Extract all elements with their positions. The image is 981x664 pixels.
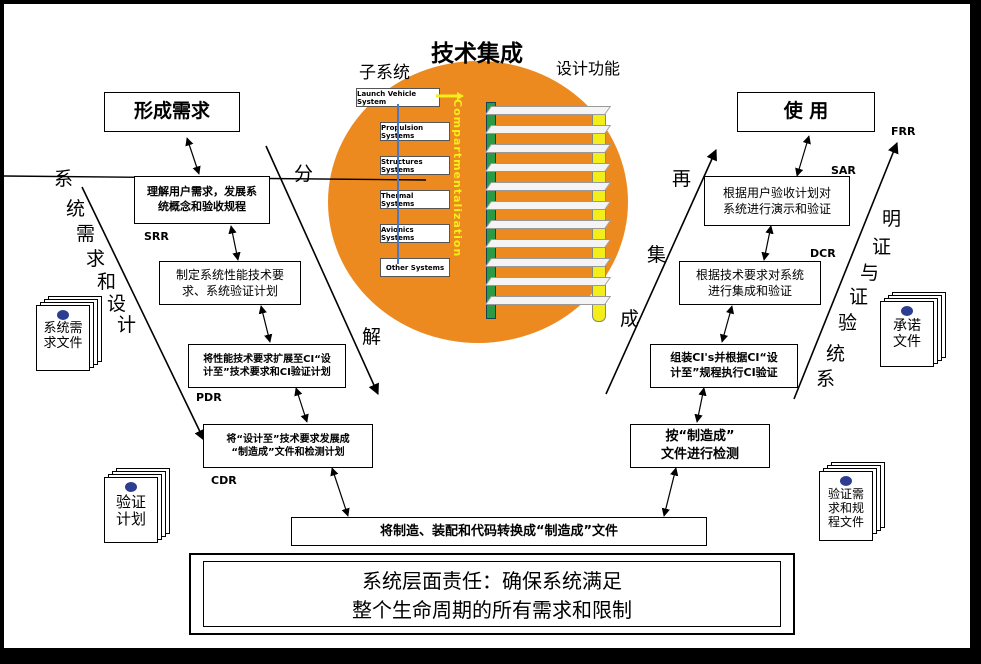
commitment-doc-label: 承诺 文件 (893, 318, 921, 351)
verify-vertical-char: 明 (882, 208, 902, 230)
commitment-doc-icon: 承诺 文件 (880, 292, 946, 370)
review-frr: FRR (891, 125, 916, 138)
stack-tier (484, 201, 612, 210)
green-column (486, 102, 496, 319)
inspection-box: 按“制造成” 文件进行检测 (630, 424, 770, 468)
review-srr: SRR (144, 230, 169, 243)
operation-box: 使 用 (737, 92, 875, 132)
stack-tier (484, 277, 612, 286)
review-pdr: PDR (196, 391, 222, 404)
recompose-char: 集 (647, 244, 667, 266)
build-to-docs-box: 将“设计至”技术要求发展成 “制造成”文件和检测计划 (203, 424, 373, 468)
design-function-label: 设计功能 (556, 59, 621, 78)
system-design-line (81, 186, 205, 442)
stack-tier (484, 125, 612, 134)
verification-plan-doc-icon: 验证 计划 (104, 468, 170, 546)
stack-tiers (480, 102, 612, 332)
stack-tier (484, 106, 612, 115)
verify-vertical-char: 证 (872, 236, 892, 258)
yellow-column (592, 110, 606, 322)
decompose-char: 解 (362, 326, 382, 348)
stack-tier (484, 163, 612, 172)
left-vertical-char: 设 (107, 293, 127, 315)
compartmentalization-label: Compartmentalization (451, 99, 464, 258)
review-dcr: DCR (810, 247, 836, 260)
recompose-char: 成 (620, 308, 640, 330)
requirements-doc-icon: 系统需 求文件 (36, 296, 102, 374)
verify-vertical-char: 统 (826, 343, 846, 365)
verify-vertical-char: 与 (860, 262, 880, 284)
summary-line-1: 系统层面责任：确保系统满足 (362, 569, 622, 593)
review-sar: SAR (831, 164, 856, 177)
system-responsibility-box: 系统层面责任：确保系统满足 整个生命周期的所有需求和限制 (189, 553, 795, 635)
review-cdr: CDR (211, 474, 237, 487)
user-acceptance-box: 根据用户验收计划对 系统进行演示和验证 (704, 176, 850, 226)
requirements-doc-label: 系统需 求文件 (43, 321, 83, 351)
system-integration-box: 根据技术要求对系统 进行集成和验证 (679, 261, 821, 305)
recompose-char: 再 (672, 168, 692, 190)
stack-tier (484, 144, 612, 153)
ci-verification-box: 组装CI's并根据CI“设 计至”规程执行CI验证 (650, 344, 798, 388)
decompose-char: 分 (294, 163, 314, 185)
user-needs-box: 理解用户需求，发展系 统概念和验收规程 (134, 176, 270, 224)
ci-design-to-box: 将性能技术要求扩展至CI“设 计至”技术要求和CI验证计划 (188, 344, 346, 388)
verification-line (793, 141, 899, 400)
left-vertical-char: 和 (97, 271, 117, 293)
verify-vertical-char: 验 (838, 312, 858, 334)
subsystem-label: 子系统 (359, 63, 410, 83)
stack-tier (484, 182, 612, 191)
left-vertical-char: 需 (76, 223, 96, 245)
stack-tier (484, 258, 612, 267)
verification-plan-label: 验证 计划 (115, 493, 146, 529)
form-requirements-box: 形成需求 (104, 92, 240, 132)
decompose-line (265, 145, 379, 396)
recompose-line (605, 148, 717, 395)
summary-line-2: 整个生命周期的所有需求和限制 (352, 598, 632, 622)
stack-connector-icon (397, 92, 464, 264)
verify-vertical-char: 系 (816, 368, 836, 390)
left-vertical-char: 计 (117, 314, 137, 336)
performance-spec-box: 制定系统性能技术要 求、系统验证计划 (159, 261, 301, 305)
left-vertical-char: 求 (86, 248, 106, 270)
fabrication-box: 将制造、装配和代码转换成“制造成”文件 (291, 517, 707, 546)
stack-tier (484, 296, 612, 305)
left-vertical-char: 系 (54, 168, 74, 190)
left-vertical-char: 统 (66, 198, 86, 220)
verification-procedure-doc-icon: 验证需 求和规 程文件 (819, 462, 885, 542)
verification-procedure-label: 验证需 求和规 程文件 (827, 487, 864, 529)
verify-vertical-char: 证 (849, 286, 869, 308)
stack-tier (484, 220, 612, 229)
diagram-title: 技术集成 (431, 41, 523, 67)
stack-tier (484, 239, 612, 248)
